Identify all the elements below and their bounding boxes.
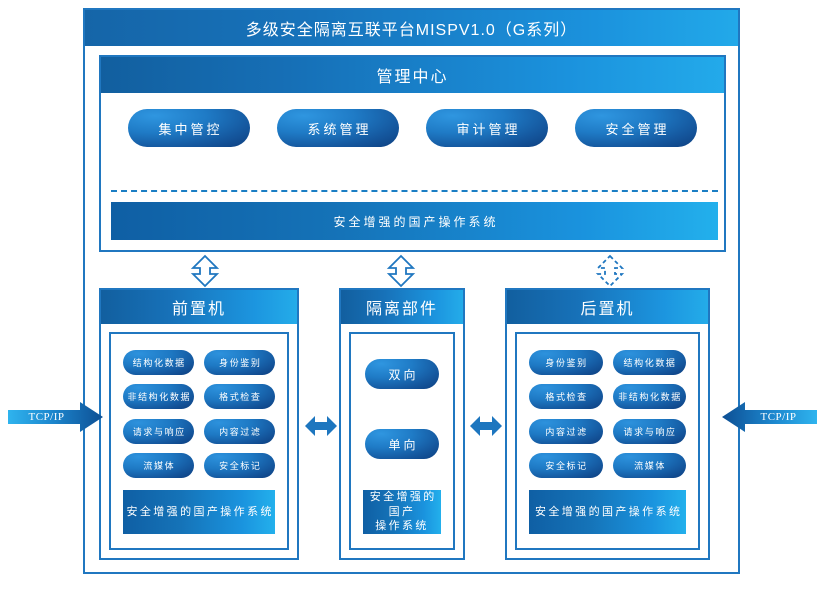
back-machine-inner: 身份鉴别 结构化数据 格式检查 非结构化数据 内容过滤 请求与响应 安全标记 流… — [515, 332, 700, 550]
isolation-component-inner: 双向 单向 安全增强的国产 操作系统 — [349, 332, 455, 550]
back-pill-identity-authentication[interactable]: 身份鉴别 — [529, 350, 603, 375]
isolation-pill-bidirectional[interactable]: 双向 — [365, 359, 439, 389]
platform-frame: 多级安全隔离互联平台MISPV1.0（G系列） 管理中心 集中管控 系统管理 审… — [83, 8, 740, 574]
mgmt-button-system-management[interactable]: 系统管理 — [277, 109, 399, 147]
front-machine-box: 前置机 结构化数据 身份鉴别 非结构化数据 格式检查 请求与响应 内容过滤 流媒… — [99, 288, 299, 560]
front-pill-structured-data[interactable]: 结构化数据 — [123, 350, 194, 375]
isolation-component-box: 隔离部件 双向 单向 安全增强的国产 操作系统 — [339, 288, 465, 560]
front-pill-identity-authentication[interactable]: 身份鉴别 — [204, 350, 275, 375]
front-machine-pill-grid: 结构化数据 身份鉴别 非结构化数据 格式检查 请求与响应 内容过滤 流媒体 安全… — [111, 334, 287, 478]
management-center-os-bar: 安全增强的国产操作系统 — [111, 202, 718, 240]
tcp-ip-outbound-arrow: TCP/IP — [722, 402, 817, 432]
front-pill-format-check[interactable]: 格式检查 — [204, 384, 275, 410]
horizontal-double-arrow-front-isolation-icon — [304, 413, 338, 439]
back-machine-pill-grid: 身份鉴别 结构化数据 格式检查 非结构化数据 内容过滤 请求与响应 安全标记 流… — [517, 334, 698, 478]
management-center-divider — [111, 190, 718, 192]
isolation-pill-unidirectional[interactable]: 单向 — [365, 429, 439, 459]
management-center-button-row: 集中管控 系统管理 审计管理 安全管理 — [101, 109, 724, 147]
front-machine-header: 前置机 — [101, 290, 297, 324]
mgmt-button-centralized-control[interactable]: 集中管控 — [128, 109, 250, 147]
back-pill-unstructured-data[interactable]: 非结构化数据 — [612, 384, 686, 410]
mgmt-button-audit-management[interactable]: 审计管理 — [426, 109, 548, 147]
back-pill-structured-data[interactable]: 结构化数据 — [612, 350, 686, 375]
isolation-component-os-bar: 安全增强的国产 操作系统 — [363, 490, 441, 534]
vertical-double-arrow-back-icon — [594, 254, 626, 288]
vertical-double-arrow-isolation-icon — [385, 254, 417, 288]
isolation-pill-wrap: 双向 单向 — [351, 334, 453, 478]
front-machine-os-bar: 安全增强的国产操作系统 — [123, 490, 275, 534]
back-pill-format-check[interactable]: 格式检查 — [529, 384, 603, 410]
management-center-box: 管理中心 集中管控 系统管理 审计管理 安全管理 安全增强的国产操作系统 — [99, 55, 726, 252]
isolation-component-header: 隔离部件 — [341, 290, 463, 324]
tcp-ip-inbound-arrow: TCP/IP — [8, 402, 103, 432]
back-pill-streaming-media[interactable]: 流媒体 — [612, 452, 686, 478]
front-pill-unstructured-data[interactable]: 非结构化数据 — [123, 384, 194, 410]
back-machine-header: 后置机 — [507, 290, 708, 324]
front-pill-security-label[interactable]: 安全标记 — [204, 452, 275, 478]
mgmt-button-security-management[interactable]: 安全管理 — [575, 109, 697, 147]
management-center-header: 管理中心 — [101, 57, 724, 93]
front-pill-streaming-media[interactable]: 流媒体 — [123, 452, 194, 478]
back-machine-os-bar: 安全增强的国产操作系统 — [529, 490, 686, 534]
platform-title: 多级安全隔离互联平台MISPV1.0（G系列） — [85, 10, 738, 46]
back-pill-security-label[interactable]: 安全标记 — [529, 452, 603, 478]
back-pill-content-filter[interactable]: 内容过滤 — [529, 418, 603, 444]
front-pill-content-filter[interactable]: 内容过滤 — [204, 418, 275, 444]
back-machine-box: 后置机 身份鉴别 结构化数据 格式检查 非结构化数据 内容过滤 请求与响应 安全… — [505, 288, 710, 560]
vertical-double-arrow-front-icon — [189, 254, 221, 288]
front-machine-inner: 结构化数据 身份鉴别 非结构化数据 格式检查 请求与响应 内容过滤 流媒体 安全… — [109, 332, 289, 550]
back-pill-request-response[interactable]: 请求与响应 — [612, 418, 686, 444]
horizontal-double-arrow-isolation-back-icon — [469, 413, 503, 439]
front-pill-request-response[interactable]: 请求与响应 — [123, 418, 194, 444]
